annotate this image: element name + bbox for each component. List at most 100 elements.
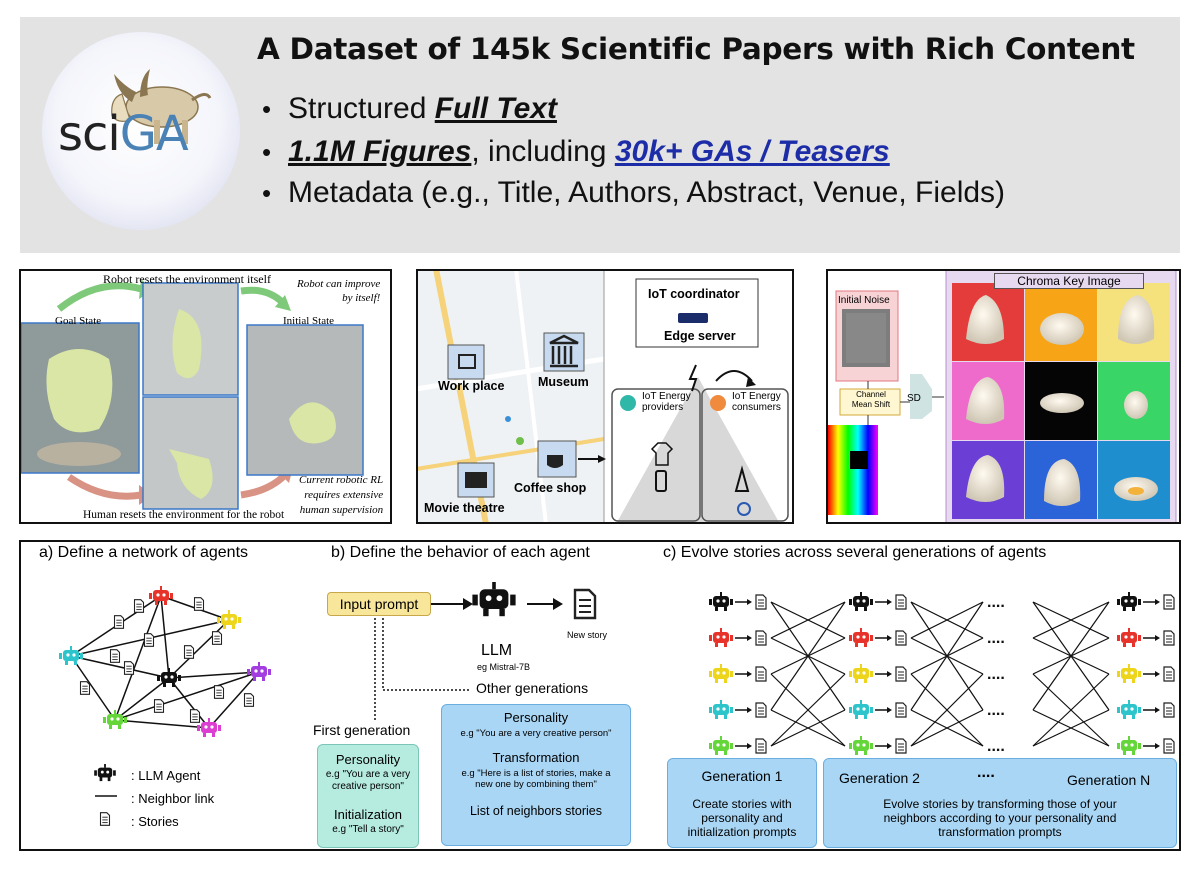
- og-neighbors-label: List of neighbors stories: [469, 804, 602, 818]
- story-icon: [189, 709, 201, 723]
- llm-agent-icon: [1117, 592, 1141, 611]
- first-generation-label: First generation: [313, 722, 411, 738]
- llm-agent-icon: [103, 710, 127, 729]
- iot-coordinator-label: IoT coordinator: [648, 287, 740, 301]
- llm-agent-icon: [849, 736, 873, 755]
- story-icon: [1163, 594, 1175, 610]
- initial-noise-label: Initial Noise: [838, 295, 890, 306]
- bullet-metadata: •Metadata (e.g., Title, Authors, Abstrac…: [262, 176, 1006, 209]
- logo-text: sciGA: [58, 106, 189, 162]
- llm-agent-icon: [709, 736, 733, 755]
- neighbor-link: [168, 619, 230, 679]
- generation-dots: ....: [987, 594, 1005, 611]
- story-icon: [895, 630, 907, 646]
- neighbor-link: [208, 671, 260, 729]
- llm-agent-icon: [849, 700, 873, 719]
- ga-link[interactable]: 30k+ GAs / Teasers: [614, 135, 890, 168]
- agents-figure-panel: .................... a) Define a network…: [19, 540, 1181, 851]
- story-icon: [895, 702, 907, 718]
- robot-current-note: Current robotic RL requires extensive hu…: [299, 474, 384, 516]
- story-icon: [895, 594, 907, 610]
- arrow-head: [553, 598, 563, 610]
- story-icon: [211, 631, 223, 645]
- neighbor-link: [114, 719, 210, 729]
- story-icon: [113, 615, 125, 629]
- story-icon: [183, 645, 195, 659]
- llm-agent-icon: [157, 668, 181, 687]
- chroma-figure-panel: Chroma Key Image Initial Noise Channel M…: [826, 269, 1181, 524]
- arrow-head: [747, 671, 752, 677]
- arrow-head: [1155, 599, 1160, 605]
- story-icon: [243, 693, 255, 707]
- neighbor-link: [70, 655, 116, 721]
- arrow-head: [463, 598, 473, 610]
- llm-agent-icon: [849, 628, 873, 647]
- generation-n-label: Generation N: [1067, 772, 1151, 788]
- og-transformation-example: e.g "Here is a list of stories, make a n…: [461, 768, 611, 791]
- generation-n-box: [823, 758, 1177, 848]
- goal-state-label: Goal State: [55, 315, 102, 327]
- story-icon: [1163, 702, 1175, 718]
- channel-mean-shift-label: Channel Mean Shift: [851, 390, 891, 409]
- legend-agent: : LLM Agent: [131, 768, 201, 783]
- legend-link: : Neighbor link: [131, 791, 215, 806]
- evolution-link: [1032, 673, 1110, 747]
- llm-agent-icon: [149, 586, 173, 605]
- arrow-head: [1155, 743, 1160, 749]
- bullet-full-text: •Structured Full Text: [262, 92, 557, 125]
- llm-agent-icon: [1117, 664, 1141, 683]
- story-icon: [99, 812, 111, 826]
- llm-label: LLM: [481, 642, 513, 659]
- llm-agent-icon: [709, 628, 733, 647]
- evolution-link: [910, 601, 984, 711]
- banner-title: A Dataset of 145k Scientific Papers with…: [257, 32, 1135, 66]
- fg-personality-example: e.g "You are a very creative person": [325, 769, 411, 792]
- generation-dots: ....: [987, 738, 1005, 755]
- neighbor-link: [114, 595, 162, 721]
- evolution-link: [770, 673, 846, 747]
- evolution-link: [910, 709, 984, 747]
- section-c-title: c) Evolve stories across several generat…: [663, 544, 1047, 561]
- llm-agent-icon: [849, 664, 873, 683]
- other-generations-label: Other generations: [476, 680, 589, 696]
- story-icon: [755, 738, 767, 754]
- arrow-head: [887, 707, 892, 713]
- llm-agent-icon: [1117, 628, 1141, 647]
- llm-agent-icon: [1117, 700, 1141, 719]
- agents-diagram: ....................: [59, 582, 1175, 839]
- story-icon: [755, 702, 767, 718]
- generation-dots: ....: [987, 666, 1005, 683]
- og-personality-label: Personality: [503, 710, 569, 725]
- llm-agent-icon: [709, 664, 733, 683]
- iot-diagram: [418, 271, 789, 522]
- evolution-link: [770, 601, 846, 639]
- story-icon: [213, 685, 225, 699]
- other-generations-connector: [382, 618, 471, 691]
- arrow-head: [1155, 635, 1160, 641]
- story-icon: [895, 666, 907, 682]
- story-icon: [123, 661, 135, 675]
- work-place-label: Work place: [438, 379, 505, 393]
- neighbor-link: [168, 677, 210, 729]
- evolution-link: [1032, 601, 1110, 711]
- neighbor-link: [70, 655, 170, 679]
- input-prompt-box: Input prompt: [327, 592, 431, 616]
- llm-agent-icon: [94, 764, 116, 782]
- chroma-title: Chroma Key Image: [994, 273, 1144, 289]
- story-icon: [109, 649, 121, 663]
- first-generation-box: [317, 744, 419, 848]
- sciga-logo: [42, 32, 240, 230]
- iot-providers-label: IoT Energy providers: [642, 391, 691, 413]
- fg-initialization-label: Initialization: [334, 807, 402, 822]
- llm-agent-icon: [59, 646, 83, 665]
- robot-bottom-caption: Human resets the environment for the rob…: [83, 509, 285, 521]
- story-icon: [755, 666, 767, 682]
- evolution-link: [770, 709, 846, 747]
- goat-icon: [111, 69, 212, 144]
- generation-1-box: [667, 758, 817, 848]
- arrow-head: [887, 743, 892, 749]
- chroma-diagram: [828, 271, 1177, 522]
- section-a-title: a) Define a network of agents: [39, 544, 249, 561]
- story-icon: [133, 599, 145, 613]
- generation-dots: ....: [987, 630, 1005, 647]
